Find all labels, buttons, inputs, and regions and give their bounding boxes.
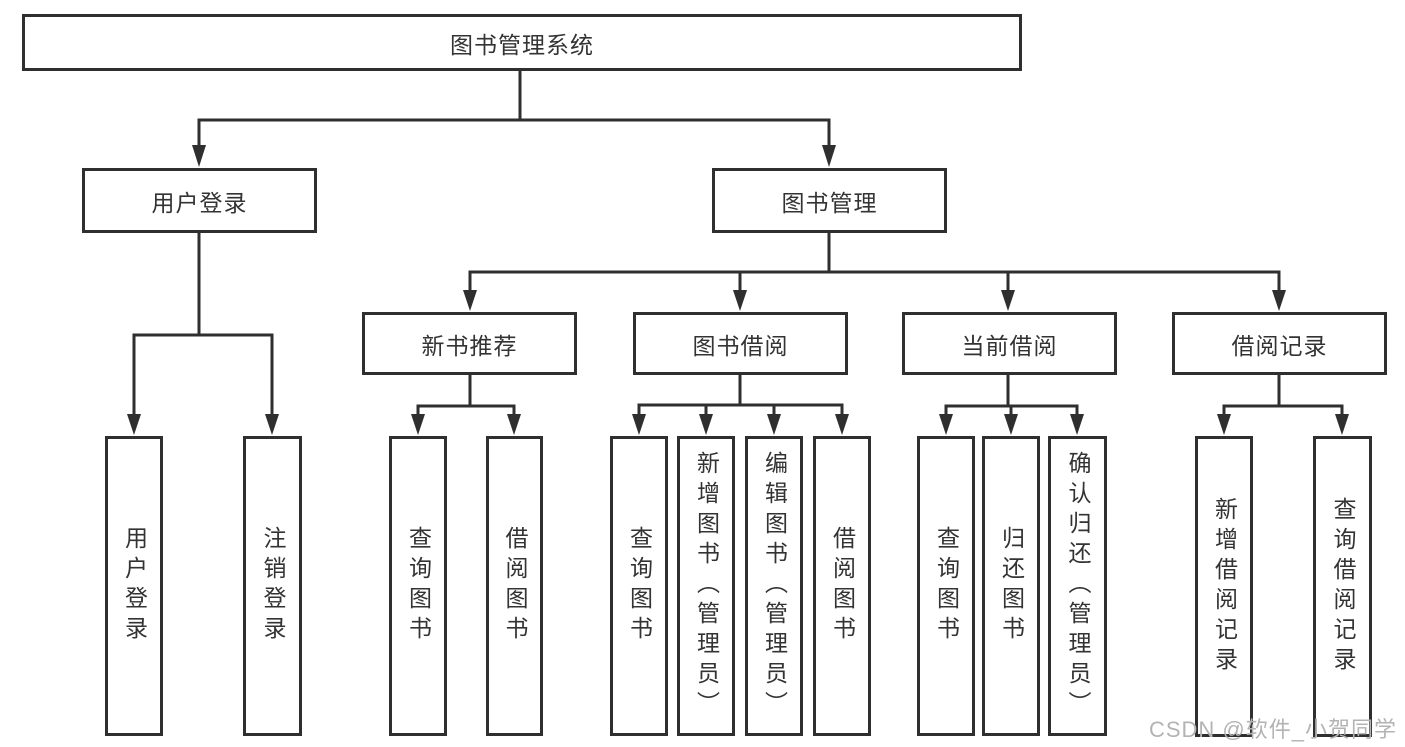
- node-leaf-edit-books-admin: 编辑图书（管理员）: [745, 436, 803, 736]
- node-leaf-borrow-books: 借阅图书: [813, 436, 871, 736]
- connector-user-login-to-leaves: [127, 231, 279, 435]
- connector-book-management-to-level3: [463, 231, 1286, 311]
- csdn-watermark: CSDN @软件_小贺同学: [1148, 717, 1397, 742]
- node-leaf-query-borrow-record: 查询借阅记录: [1313, 436, 1372, 737]
- connector-root-to-level2: [192, 69, 836, 167]
- arrowhead: [822, 145, 836, 167]
- node-leaf-recommend-borrow-books: 借阅图书: [486, 436, 543, 736]
- arrowhead: [192, 145, 206, 167]
- node-new-book-recommend: 新书推荐: [362, 312, 577, 375]
- edge: [637, 373, 844, 416]
- edge: [1222, 373, 1344, 416]
- arrowhead: [1070, 414, 1084, 435]
- node-leaf-borrowing-query-books: 查询图书: [610, 436, 668, 736]
- arrowhead: [632, 414, 646, 435]
- arrowhead: [1217, 414, 1231, 435]
- edge: [416, 373, 516, 416]
- edge: [944, 373, 1079, 416]
- node-leaf-logout: 注销登录: [243, 436, 302, 736]
- arrowhead: [733, 290, 747, 311]
- arrowhead: [1335, 414, 1349, 435]
- node-leaf-return-books: 归还图书: [982, 436, 1040, 736]
- edge: [197, 69, 831, 148]
- edge: [132, 231, 274, 416]
- edge: [468, 231, 1281, 292]
- arrowhead: [265, 414, 279, 435]
- arrowhead: [507, 414, 521, 435]
- node-book-management: 图书管理: [712, 168, 947, 233]
- arrowhead: [767, 414, 781, 435]
- arrowhead: [835, 414, 849, 435]
- node-leaf-user-login: 用户登录: [105, 436, 163, 736]
- node-leaf-current-query-books: 查询图书: [917, 436, 975, 736]
- node-borrowing-records: 借阅记录: [1172, 312, 1387, 375]
- arrowhead: [463, 290, 477, 311]
- connector-book-borrowing-to-leaves: [632, 373, 849, 435]
- node-current-borrowing: 当前借阅: [902, 312, 1117, 375]
- node-leaf-confirm-return-admin: 确认归还（管理员）: [1048, 436, 1107, 736]
- node-leaf-add-books-admin: 新增图书（管理员）: [677, 436, 735, 736]
- node-leaf-add-borrow-record: 新增借阅记录: [1195, 436, 1253, 737]
- node-user-login: 用户登录: [82, 168, 317, 233]
- connector-new-book-recommend-to-leaves: [411, 373, 521, 435]
- connector-current-borrowing-to-leaves: [939, 373, 1084, 435]
- arrowhead: [411, 414, 425, 435]
- node-root-library-management-system: 图书管理系统: [22, 14, 1022, 71]
- arrowhead: [127, 414, 141, 435]
- node-leaf-recommend-query-books: 查询图书: [389, 436, 447, 736]
- arrowhead: [699, 414, 713, 435]
- arrowhead: [939, 414, 953, 435]
- connector-borrowing-records-to-leaves: [1217, 373, 1349, 435]
- arrowhead: [1001, 290, 1015, 311]
- arrowhead: [1004, 414, 1018, 435]
- arrowhead: [1272, 290, 1286, 311]
- node-book-borrowing: 图书借阅: [633, 312, 848, 375]
